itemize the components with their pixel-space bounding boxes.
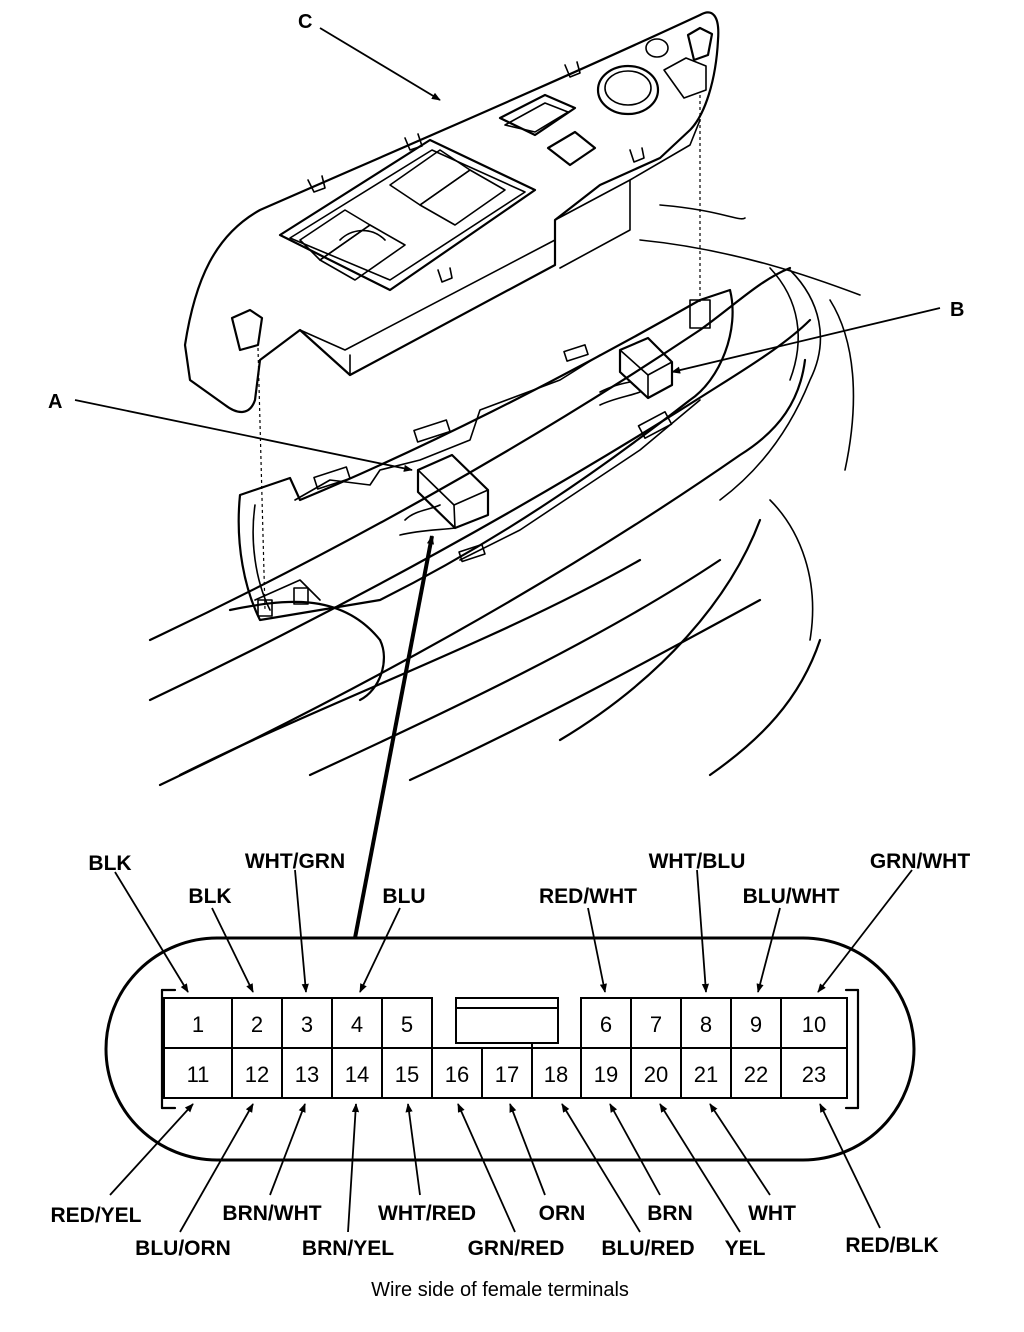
pin-number: 2 [251, 1012, 263, 1037]
callout-c: C [298, 11, 312, 33]
leader-pin-21 [709, 1103, 771, 1196]
pin-number: 9 [750, 1012, 762, 1037]
door-panel-illustration: A B C [48, 11, 964, 787]
leader-pin-12 [179, 1103, 254, 1233]
leader-pin-23 [819, 1103, 881, 1229]
pin-number: 8 [700, 1012, 712, 1037]
connector-reference-arrow [353, 535, 435, 939]
wire-label-pin-16: GRN/RED [468, 1237, 565, 1260]
leader-pin-15 [405, 1103, 421, 1196]
leader-pin-3 [294, 869, 309, 993]
wire-label-pin-20: YEL [725, 1237, 766, 1260]
pin-number: 15 [395, 1062, 419, 1087]
wire-label-pin-15: WHT/RED [378, 1202, 476, 1225]
leader-pin-11 [109, 1103, 194, 1196]
wire-label-pin-9: BLU/WHT [743, 885, 840, 908]
connector-outline [104, 936, 916, 1162]
door-trim [148, 204, 861, 787]
leader-pin-6 [587, 907, 607, 993]
wire-label-pin-10: GRN/WHT [870, 850, 970, 873]
leader-pin-14 [347, 1103, 360, 1233]
wire-labels-top: BLK BLK WHT/GRN BLU RED/WHT WHT/BLU BLU/… [88, 850, 970, 908]
leader-pin-17 [509, 1103, 546, 1196]
pin-number: 4 [351, 1012, 363, 1037]
callout-c-leader [319, 27, 441, 101]
wire-label-pin-8: WHT/BLU [649, 850, 746, 873]
pin-number: 17 [495, 1062, 519, 1087]
wire-label-pin-1: BLK [88, 852, 131, 875]
leader-pin-13 [269, 1103, 306, 1196]
pin-number: 13 [295, 1062, 319, 1087]
connector-a-body [399, 453, 490, 536]
pin-number: 19 [594, 1062, 618, 1087]
pin-number: 23 [802, 1062, 826, 1087]
pin-number: 18 [544, 1062, 568, 1087]
pin-number: 16 [445, 1062, 469, 1087]
pin-number: 6 [600, 1012, 612, 1037]
pin-number: 20 [644, 1062, 668, 1087]
leader-pin-18 [561, 1103, 641, 1233]
caption: Wire side of female terminals [371, 1279, 629, 1301]
pin-number: 12 [245, 1062, 269, 1087]
pin-number: 1 [192, 1012, 204, 1037]
leader-pin-2 [211, 907, 254, 993]
pin-number: 11 [187, 1062, 210, 1087]
master-switch-panel-c [183, 11, 720, 413]
wire-label-pin-3: WHT/GRN [245, 850, 345, 873]
alignment-line-left [257, 347, 266, 611]
leader-pin-10 [817, 869, 913, 993]
pin-number: 22 [744, 1062, 768, 1087]
wire-label-pin-23: RED/BLK [845, 1234, 938, 1257]
wire-label-pin-21: WHT [748, 1202, 796, 1225]
wire-label-pin-14: BRN/YEL [302, 1237, 394, 1260]
wire-labels-bottom: RED/YEL BLU/ORN BRN/WHT BRN/YEL WHT/RED … [50, 1202, 938, 1260]
wire-label-pin-2: BLK [188, 885, 231, 908]
callout-b: B [950, 299, 964, 321]
bottom-row: 11 12 13 14 15 16 17 18 19 20 21 22 23 [163, 1043, 848, 1099]
callout-a-leader [74, 399, 413, 472]
pin-number: 10 [802, 1012, 826, 1037]
wire-label-pin-13: BRN/WHT [222, 1202, 321, 1225]
terminal-cavity [780, 1047, 848, 1099]
pin-number: 7 [650, 1012, 662, 1037]
leader-pin-9 [756, 907, 781, 993]
leader-pin-16 [457, 1103, 516, 1233]
wire-label-pin-17: ORN [539, 1202, 586, 1225]
wire-leaders [109, 869, 913, 1233]
wire-label-pin-6: RED/WHT [539, 885, 637, 908]
connector-face: 1 2 3 4 5 6 7 8 9 10 11 [104, 936, 916, 1162]
leader-pin-8 [696, 869, 709, 993]
wire-label-pin-19: BRN [647, 1202, 693, 1225]
leader-pin-1 [114, 871, 189, 993]
key-slot [455, 997, 559, 1044]
pin-number: 3 [301, 1012, 313, 1037]
connector-b-body [599, 336, 674, 406]
callout-b-leader [671, 307, 941, 374]
leader-pin-19 [609, 1103, 661, 1196]
top-row: 1 2 3 4 5 6 7 8 9 10 [163, 997, 848, 1049]
pin-number: 5 [401, 1012, 413, 1037]
callout-a: A [48, 391, 62, 413]
pin-number: 21 [694, 1062, 718, 1087]
wire-label-pin-11: RED/YEL [50, 1204, 141, 1227]
leader-pin-20 [659, 1103, 741, 1233]
wire-label-pin-18: BLU/RED [601, 1237, 694, 1260]
pin-number: 14 [345, 1062, 369, 1087]
wire-label-pin-4: BLU [382, 885, 425, 908]
wire-label-pin-12: BLU/ORN [135, 1237, 231, 1260]
leader-pin-4 [359, 907, 401, 993]
